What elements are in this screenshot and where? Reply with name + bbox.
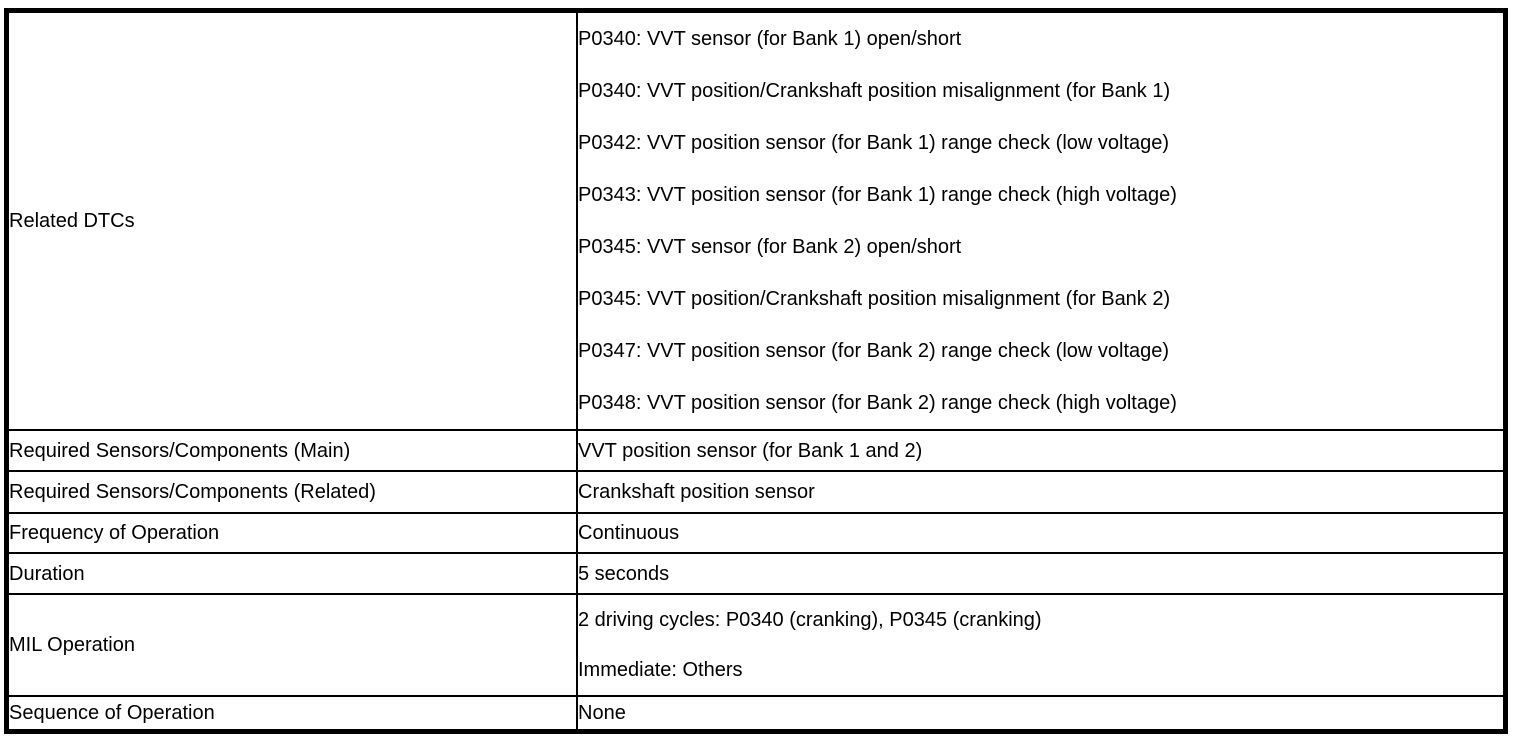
table-row: Duration 5 seconds — [5, 552, 1507, 595]
table-row: Required Sensors/Components (Main) VVT p… — [5, 429, 1507, 472]
value-line: P0340: VVT position/Crankshaft position … — [578, 80, 1171, 102]
row-value: P0340: VVT sensor (for Bank 1) open/shor… — [576, 9, 1507, 431]
row-label: Duration — [5, 552, 578, 595]
value-line: P0342: VVT position sensor (for Bank 1) … — [578, 132, 1170, 154]
value-line: Immediate: Others — [578, 659, 743, 681]
value-line: P0348: VVT position sensor (for Bank 2) … — [578, 392, 1177, 414]
value-line: None — [578, 701, 626, 724]
value-line: VVT position sensor (for Bank 1 and 2) — [578, 439, 923, 462]
row-label: Required Sensors/Components (Main) — [5, 429, 578, 472]
table-row: Related DTCs P0340: VVT sensor (for Bank… — [5, 9, 1507, 431]
table-row: Sequence of Operation None — [5, 695, 1507, 732]
value-line: P0343: VVT position sensor (for Bank 1) … — [578, 184, 1177, 206]
row-value: Crankshaft position sensor — [576, 470, 1507, 514]
table-row: Required Sensors/Components (Related) Cr… — [5, 470, 1507, 514]
dtc-info-table: Related DTCs P0340: VVT sensor (for Bank… — [4, 8, 1508, 734]
row-label: Related DTCs — [5, 9, 578, 431]
row-value: 5 seconds — [576, 552, 1507, 595]
value-line: 2 driving cycles: P0340 (cranking), P034… — [578, 609, 1042, 631]
value-line: P0345: VVT sensor (for Bank 2) open/shor… — [578, 236, 962, 258]
row-value: None — [576, 695, 1507, 732]
row-label: MIL Operation — [5, 593, 578, 697]
row-label: Frequency of Operation — [5, 512, 578, 554]
row-label: Required Sensors/Components (Related) — [5, 470, 578, 514]
row-value: 2 driving cycles: P0340 (cranking), P034… — [576, 593, 1507, 697]
row-value: Continuous — [576, 512, 1507, 554]
value-line: Crankshaft position sensor — [578, 481, 815, 503]
value-line: P0347: VVT position sensor (for Bank 2) … — [578, 340, 1170, 362]
row-label: Sequence of Operation — [5, 695, 578, 732]
value-line: P0345: VVT position/Crankshaft position … — [578, 288, 1171, 310]
table-row: Frequency of Operation Continuous — [5, 512, 1507, 554]
row-value: VVT position sensor (for Bank 1 and 2) — [576, 429, 1507, 472]
value-line: 5 seconds — [578, 562, 670, 585]
value-line: P0340: VVT sensor (for Bank 1) open/shor… — [578, 28, 962, 50]
table-row: MIL Operation 2 driving cycles: P0340 (c… — [5, 593, 1507, 697]
value-line: Continuous — [578, 522, 680, 544]
